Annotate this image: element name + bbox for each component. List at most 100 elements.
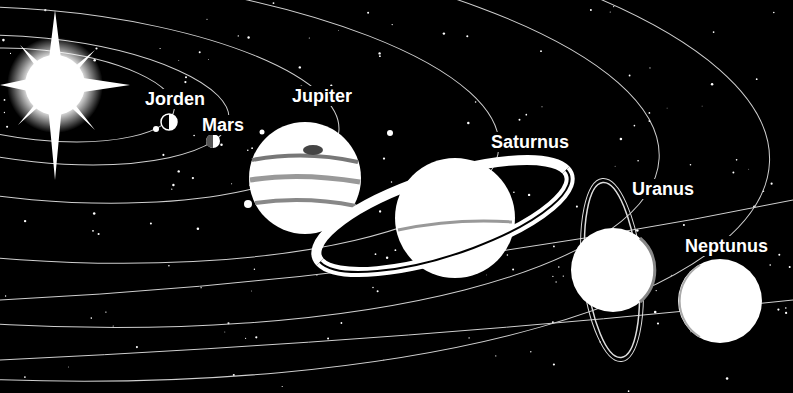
star — [199, 51, 201, 53]
star — [251, 147, 253, 149]
star — [771, 183, 773, 185]
star — [375, 253, 377, 255]
neptune — [678, 259, 762, 343]
star — [220, 143, 222, 145]
star — [649, 67, 650, 68]
star — [495, 355, 496, 356]
star — [178, 170, 180, 172]
star — [552, 276, 553, 277]
star — [4, 112, 5, 113]
star — [553, 245, 555, 247]
star — [563, 275, 564, 276]
star — [519, 119, 521, 121]
star — [327, 338, 329, 340]
star — [555, 281, 556, 282]
star — [711, 83, 714, 86]
star — [785, 307, 787, 309]
star — [777, 309, 779, 311]
star — [168, 265, 170, 267]
star — [299, 66, 301, 68]
star — [273, 2, 275, 4]
star — [671, 275, 672, 276]
star — [654, 311, 657, 314]
star — [732, 172, 734, 174]
star — [690, 164, 692, 166]
star — [789, 266, 791, 268]
sun — [0, 10, 130, 180]
star — [92, 230, 94, 232]
star — [245, 338, 246, 339]
star — [67, 366, 69, 368]
planet-label: Saturnus — [489, 132, 571, 152]
star — [6, 126, 8, 128]
star — [172, 184, 174, 186]
star — [162, 154, 164, 156]
star — [377, 290, 379, 292]
planet-label: Jupiter — [290, 86, 354, 106]
star — [171, 189, 172, 190]
star — [628, 390, 630, 392]
star — [475, 101, 477, 103]
star — [247, 36, 249, 38]
star — [513, 191, 515, 193]
star — [4, 99, 6, 101]
star — [590, 9, 592, 11]
star — [756, 78, 758, 80]
star — [614, 165, 616, 167]
jupiter — [244, 122, 393, 234]
star — [95, 47, 97, 49]
star — [468, 337, 469, 338]
star — [379, 55, 381, 57]
star — [247, 150, 249, 152]
star — [785, 312, 787, 314]
planet-label: Neptunus — [683, 236, 770, 256]
star — [773, 12, 775, 14]
star — [629, 75, 631, 77]
star — [541, 106, 542, 107]
star — [309, 38, 310, 39]
star — [206, 19, 207, 20]
star — [372, 287, 373, 288]
star — [391, 181, 392, 182]
star — [613, 6, 614, 7]
star — [160, 48, 161, 49]
star — [540, 50, 542, 52]
star — [507, 254, 509, 256]
star — [10, 53, 11, 54]
star — [98, 233, 100, 235]
star — [666, 107, 668, 109]
star — [136, 346, 138, 348]
star — [208, 59, 210, 61]
star — [193, 135, 195, 137]
star — [24, 220, 26, 222]
star — [701, 105, 703, 107]
star — [178, 60, 180, 62]
star — [558, 266, 560, 268]
star — [392, 24, 393, 25]
star — [683, 224, 685, 226]
star — [238, 35, 239, 36]
star — [778, 254, 780, 256]
star — [383, 157, 385, 159]
star — [338, 29, 340, 31]
mars — [206, 134, 220, 148]
star — [231, 183, 232, 184]
star — [24, 376, 26, 378]
star — [553, 363, 555, 365]
star — [93, 212, 96, 215]
saturn — [316, 158, 569, 278]
star — [255, 336, 257, 338]
star — [341, 322, 343, 324]
star — [466, 35, 468, 37]
star — [394, 249, 396, 251]
star — [443, 32, 445, 34]
star — [748, 168, 750, 170]
star — [282, 386, 283, 387]
star — [528, 194, 530, 196]
star — [713, 31, 715, 33]
star — [200, 287, 201, 288]
earth — [153, 114, 177, 132]
star — [736, 159, 738, 161]
